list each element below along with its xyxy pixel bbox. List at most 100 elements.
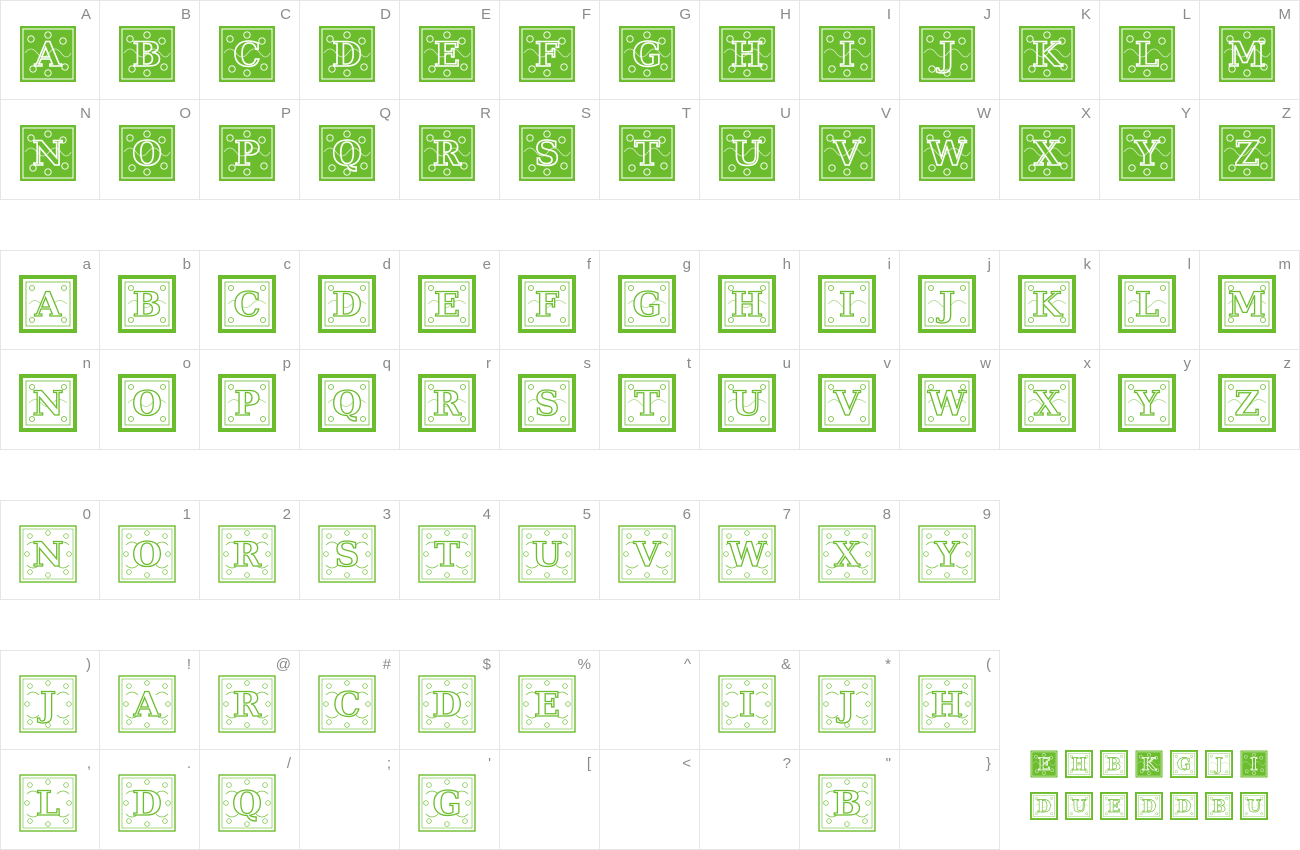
- glyph-cell[interactable]: $D: [400, 650, 500, 750]
- glyph-cell[interactable]: ;: [300, 750, 400, 850]
- glyph-cell[interactable]: /Q: [200, 750, 300, 850]
- glyph-key-label: ): [86, 656, 91, 673]
- glyph-cell[interactable]: 'G: [400, 750, 500, 850]
- preview-glyph: B: [1100, 750, 1128, 778]
- glyph-cell[interactable]: @R: [200, 650, 300, 750]
- glyph-cell[interactable]: ,L: [0, 750, 100, 850]
- glyph-key-label: 2: [282, 506, 291, 523]
- glyph-key-label: 4: [482, 506, 491, 523]
- glyph-key-label: B: [180, 6, 191, 23]
- glyph-cell[interactable]: %E: [500, 650, 600, 750]
- glyph-cell[interactable]: !A: [100, 650, 200, 750]
- glyph-cell[interactable]: (H: [900, 650, 1000, 750]
- svg-text:D: D: [332, 35, 361, 75]
- decorative-initial-glyph: D: [118, 774, 176, 832]
- svg-text:U: U: [532, 535, 562, 575]
- glyph-cell[interactable]: [: [500, 750, 600, 850]
- svg-text:S: S: [335, 535, 360, 575]
- glyph-cell[interactable]: .D: [100, 750, 200, 850]
- glyph-key-label: ': [488, 755, 491, 772]
- glyph-key-label: F: [581, 6, 591, 23]
- preview-glyph: U: [1065, 792, 1093, 820]
- svg-text:H: H: [731, 35, 763, 75]
- decorative-initial-glyph: T: [618, 374, 676, 432]
- glyph-key-label: n: [82, 355, 91, 372]
- glyph-cell[interactable]: <: [600, 750, 700, 850]
- glyph-cell[interactable]: )J: [0, 650, 100, 750]
- glyph-cell[interactable]: ?: [700, 750, 800, 850]
- glyph-cell[interactable]: &I: [700, 650, 800, 750]
- decorative-initial-glyph: B: [118, 275, 176, 333]
- glyph-cell[interactable]: #C: [300, 650, 400, 750]
- glyph-cell[interactable]: }: [900, 750, 1000, 850]
- glyph-cell[interactable]: "B: [800, 750, 900, 850]
- decorative-initial-glyph: R: [418, 374, 476, 432]
- svg-text:N: N: [32, 384, 63, 424]
- glyph-cell[interactable]: ^: [600, 650, 700, 750]
- glyph-cell[interactable]: *J: [800, 650, 900, 750]
